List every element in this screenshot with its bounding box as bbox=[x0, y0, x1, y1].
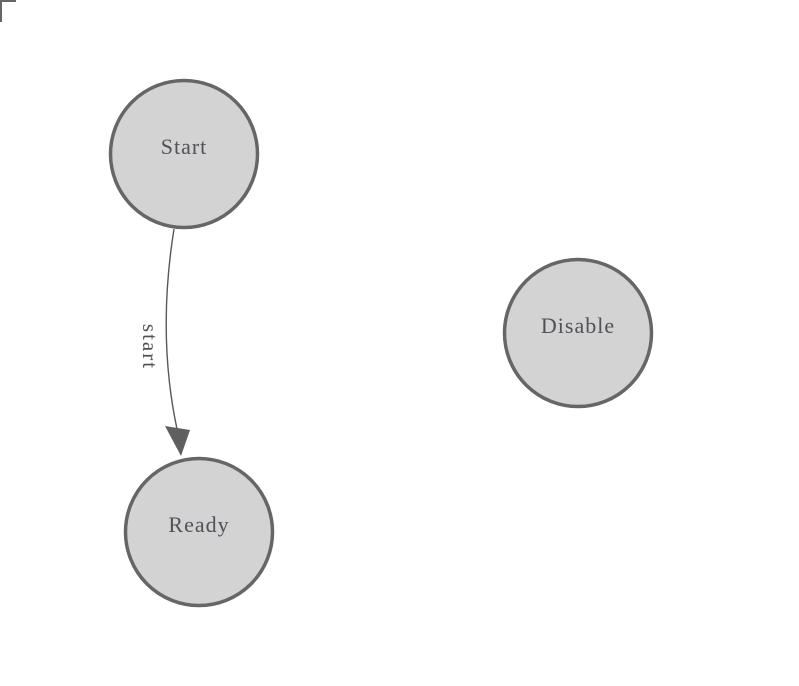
node-disable: Disable bbox=[502, 257, 654, 409]
node-start-circle[interactable] bbox=[108, 78, 260, 230]
node-ready-label: Ready bbox=[168, 512, 229, 537]
node-ready-circle[interactable] bbox=[123, 456, 275, 608]
node-ready: Ready bbox=[123, 456, 275, 608]
corner-crop-mark bbox=[0, 0, 16, 22]
node-start-label: Start bbox=[161, 134, 208, 159]
edge-start-to-ready: start bbox=[138, 228, 190, 456]
arrowhead-icon bbox=[165, 426, 190, 456]
edge-start-to-ready-path[interactable] bbox=[165, 228, 178, 430]
node-disable-label: Disable bbox=[541, 313, 615, 338]
node-disable-circle[interactable] bbox=[502, 257, 654, 409]
edge-label-start: start bbox=[138, 324, 162, 370]
node-start: Start bbox=[108, 78, 260, 230]
